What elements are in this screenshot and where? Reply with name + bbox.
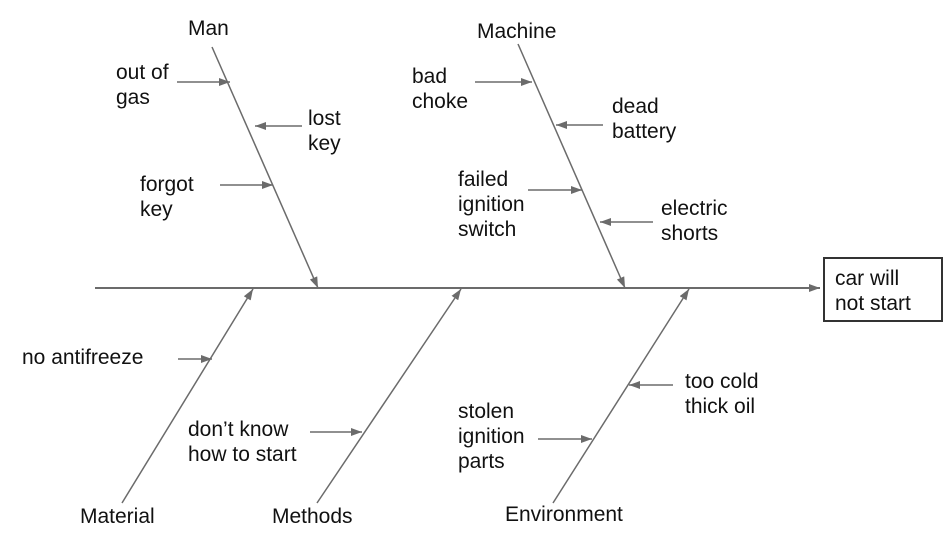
category-label-man: Man [188, 17, 229, 40]
cause-label-electric-shorts: electric shorts [661, 197, 728, 245]
cause-label-lost-key: lost key [308, 107, 341, 155]
environment-branch-line [552, 288, 690, 504]
machine-branch-line [517, 43, 626, 289]
cause-label-dead-battery: dead battery [612, 95, 677, 143]
cause-label-out-of-gas: out of gas [116, 61, 169, 109]
category-label-machine: Machine [477, 20, 557, 43]
cause-label-too-cold-thick-oil: too cold thick oil [685, 370, 759, 418]
category-label-material: Material [80, 505, 155, 528]
cause-label-stolen-ignition-parts: stolen ignition parts [458, 400, 525, 473]
material-branch-line [121, 288, 254, 504]
category-label-methods: Methods [272, 505, 353, 528]
cause-label-failed-ignition-switch: failed ignition switch [458, 168, 525, 241]
methods-branch-line [316, 288, 462, 504]
category-label-environment: Environment [505, 503, 623, 526]
cause-label-dont-know-how-to-start: don’t know how to start [188, 418, 297, 466]
man-branch-line [211, 46, 319, 289]
effect-label: car will not start [835, 267, 911, 315]
effect-box: car will not start [823, 257, 943, 322]
cause-label-no-antifreeze: no antifreeze [22, 346, 144, 369]
cause-label-bad-choke: bad choke [412, 65, 469, 113]
cause-label-forgot-key: forgot key [140, 173, 194, 221]
